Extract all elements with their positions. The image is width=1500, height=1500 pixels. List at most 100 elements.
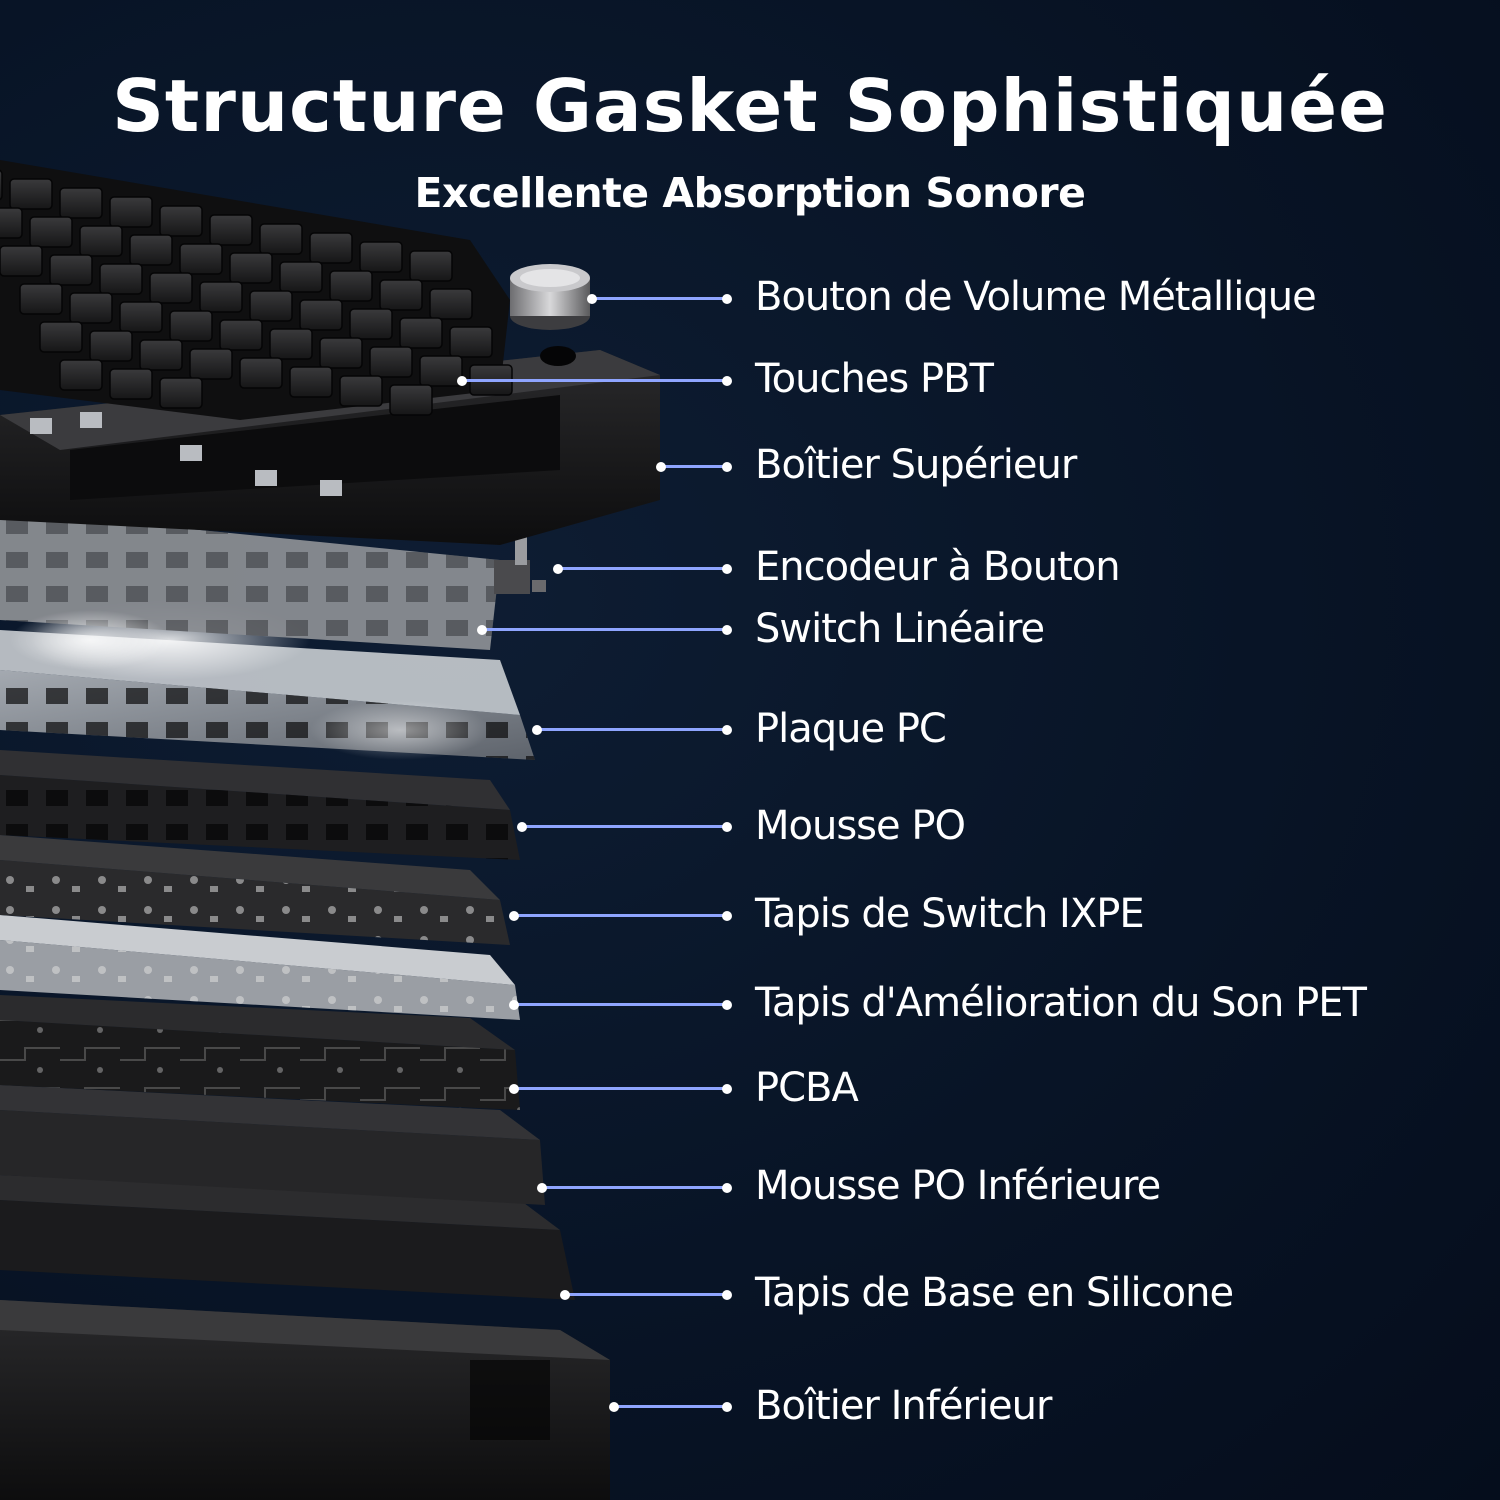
- keycap: [319, 337, 363, 369]
- keycap: [49, 254, 93, 286]
- keycap: [209, 214, 253, 246]
- label-top-case: Boîtier Supérieur: [755, 442, 1077, 488]
- keycap: [0, 207, 23, 239]
- keycap: [449, 326, 493, 358]
- page-subtitle: Excellente Absorption Sonore: [414, 169, 1086, 217]
- leader-dot: [609, 1401, 619, 1412]
- leader-dot: [553, 563, 563, 574]
- keycap: [339, 375, 383, 407]
- keycap: [79, 225, 123, 257]
- keycap: [19, 283, 63, 315]
- label-pcba: PCBA: [755, 1065, 859, 1111]
- keycap: [0, 245, 43, 277]
- leader-line-ixpe-switch-pad: [509, 910, 732, 921]
- label-pet-sound-pad: Tapis d'Amélioration du Son PET: [755, 980, 1367, 1026]
- leader-dot: [517, 821, 527, 832]
- keycap: [269, 328, 313, 360]
- leader-dot: [722, 999, 732, 1010]
- keycap: [429, 288, 473, 320]
- leader-dot: [587, 293, 597, 304]
- leader-line-po-foam: [517, 821, 732, 832]
- keycap: [99, 263, 143, 295]
- keycap: [389, 384, 433, 416]
- keycap: [379, 279, 423, 311]
- keycaps: [0, 169, 513, 416]
- leader-dot: [722, 910, 732, 921]
- keycap: [0, 169, 3, 201]
- keycap: [39, 321, 83, 353]
- keycap: [109, 368, 153, 400]
- keycap: [159, 377, 203, 409]
- leader-dot: [537, 1182, 547, 1193]
- keycap: [29, 216, 73, 248]
- leader-line-linear-switch: [477, 624, 732, 635]
- leader-dot: [722, 821, 732, 832]
- keycap: [369, 346, 413, 378]
- leader-line-volume-knob: [587, 293, 732, 304]
- keycap: [359, 241, 403, 273]
- label-lower-po-foam: Mousse PO Inférieure: [755, 1163, 1161, 1209]
- leader-dot: [722, 375, 732, 386]
- leader-dot: [509, 910, 519, 921]
- leader-dot: [509, 999, 519, 1010]
- leader-dot: [722, 1182, 732, 1193]
- leader-dot: [722, 461, 732, 472]
- label-pc-plate: Plaque PC: [755, 706, 947, 752]
- leader-line-bottom-case: [609, 1401, 732, 1412]
- label-ixpe-switch-pad: Tapis de Switch IXPE: [755, 891, 1145, 937]
- keycap: [249, 290, 293, 322]
- leader-line-lower-po-foam: [537, 1182, 732, 1193]
- leader-line-pet-sound-pad: [509, 999, 732, 1010]
- keycap: [189, 348, 233, 380]
- leader-dot: [509, 1083, 519, 1094]
- label-volume-knob: Bouton de Volume Métallique: [755, 274, 1317, 320]
- leader-dot: [722, 1289, 732, 1300]
- keycap: [69, 292, 113, 324]
- keycap: [329, 270, 373, 302]
- leader-line-silicone-base-pad: [560, 1289, 732, 1300]
- keycap: [59, 187, 103, 219]
- leader-line-knob-encoder: [553, 563, 732, 574]
- leader-dot: [532, 724, 542, 735]
- label-silicone-base-pad: Tapis de Base en Silicone: [755, 1270, 1234, 1316]
- keycap: [279, 261, 323, 293]
- keycap: [179, 243, 223, 275]
- keycap: [409, 250, 453, 282]
- leader-dot: [722, 293, 732, 304]
- keycap: [219, 319, 263, 351]
- leader-dot: [722, 724, 732, 735]
- leader-dot: [457, 375, 467, 386]
- leader-dot: [722, 1401, 732, 1412]
- keycap: [299, 299, 343, 331]
- keycap: [9, 178, 53, 210]
- keycap: [149, 272, 193, 304]
- keycap: [239, 357, 283, 389]
- keycap: [349, 308, 393, 340]
- leader-line-pc-plate: [532, 724, 732, 735]
- leader-line-pcba: [509, 1083, 732, 1094]
- keycap: [229, 252, 273, 284]
- keycap: [129, 234, 173, 266]
- keycap: [59, 359, 103, 391]
- keycap: [419, 355, 463, 387]
- label-knob-encoder: Encodeur à Bouton: [755, 544, 1121, 590]
- leader-dot: [722, 1083, 732, 1094]
- keycap: [159, 205, 203, 237]
- label-bottom-case: Boîtier Inférieur: [755, 1383, 1052, 1429]
- leader-line-pbt-keycaps: [457, 375, 732, 386]
- keycap: [259, 223, 303, 255]
- keycap: [289, 366, 333, 398]
- keycap: [139, 339, 183, 371]
- keycap: [399, 317, 443, 349]
- leader-dot: [477, 624, 487, 635]
- keycap: [169, 310, 213, 342]
- keycap: [199, 281, 243, 313]
- label-po-foam: Mousse PO: [755, 803, 966, 849]
- leader-dot: [560, 1289, 570, 1300]
- keycap: [309, 232, 353, 264]
- keycap: [119, 301, 163, 333]
- label-linear-switch: Switch Linéaire: [755, 606, 1045, 652]
- keycap: [89, 330, 133, 362]
- keycap: [109, 196, 153, 228]
